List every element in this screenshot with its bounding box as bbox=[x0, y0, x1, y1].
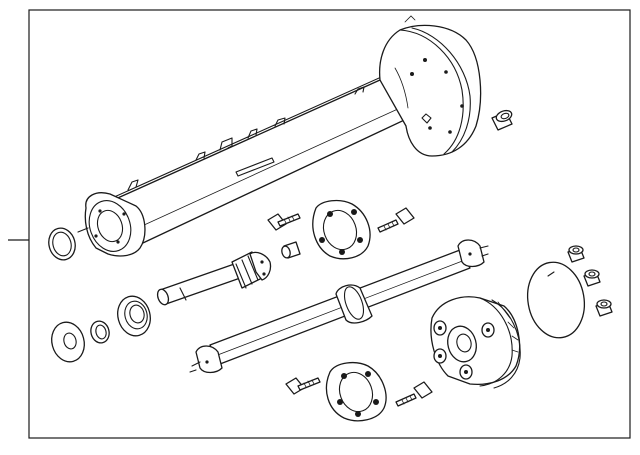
lower-drive-shaft bbox=[189, 239, 489, 374]
snap-ring bbox=[90, 320, 110, 344]
small-bolt-2 bbox=[583, 269, 601, 287]
center-coupling-hub bbox=[430, 296, 521, 389]
flex-disc-upper bbox=[312, 199, 371, 260]
washer bbox=[51, 321, 85, 363]
dust-cover-plate bbox=[526, 261, 586, 339]
small-bolt-3 bbox=[595, 299, 613, 317]
diagram-frame bbox=[28, 9, 631, 439]
housing-o-ring bbox=[48, 227, 76, 261]
bushing-sleeve bbox=[281, 241, 301, 259]
upper-torque-tube-housing bbox=[77, 15, 482, 257]
bell-housing-bolt bbox=[491, 109, 513, 131]
flange-bolt-upper-right bbox=[377, 207, 415, 233]
flange-bolt-lower-right bbox=[395, 381, 433, 407]
flex-disc-lower bbox=[325, 361, 387, 422]
inner-shaft bbox=[156, 251, 272, 306]
flange-bolt-lower-left bbox=[285, 377, 321, 395]
flange-bolt-upper bbox=[267, 213, 301, 231]
shaft-seal bbox=[117, 295, 151, 337]
small-bolt-1 bbox=[567, 245, 585, 263]
